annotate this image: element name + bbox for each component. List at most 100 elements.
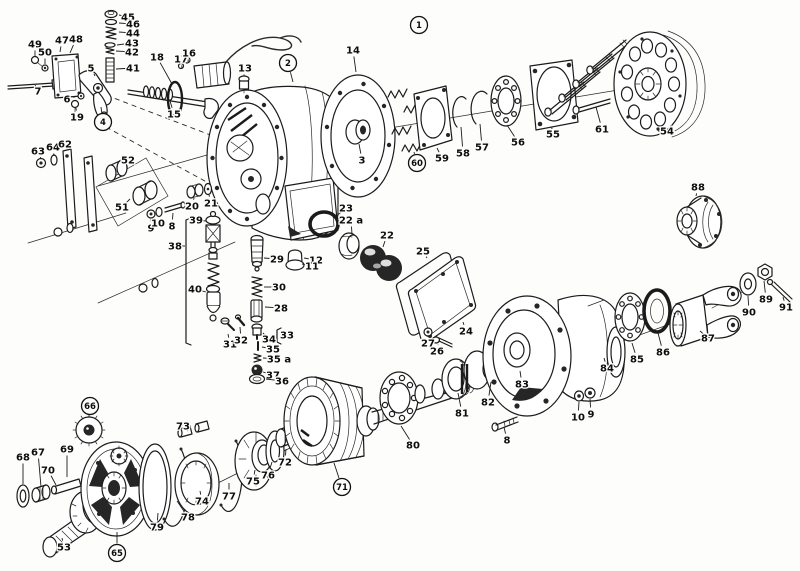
svg-text:18: 18 (150, 53, 164, 64)
svg-text:64: 64 (46, 143, 60, 154)
ext-flange-bolt-holes (487, 303, 567, 409)
svg-text:2: 2 (285, 59, 291, 69)
svg-text:54: 54 (660, 127, 674, 138)
part-label-17: 17 (173, 53, 189, 69)
svg-text:26: 26 (430, 347, 444, 358)
svg-text:81: 81 (455, 409, 469, 420)
part-label-61: 61 (594, 106, 610, 137)
svg-text:69: 69 (60, 445, 74, 456)
part-label-66: 66 (80, 396, 100, 418)
filler-cap (285, 249, 305, 271)
part-label-30: 30 (264, 281, 287, 295)
part-label-2: 2 (278, 53, 298, 83)
part-label-35: 35 (261, 343, 281, 357)
part-label-22: 22 (379, 229, 395, 248)
svg-text:80: 80 (406, 441, 420, 452)
part-label-53: 53 (56, 537, 72, 555)
planet-carrier (80, 441, 152, 537)
svg-text:50: 50 (38, 48, 52, 59)
part-label-21: 21 (203, 194, 219, 211)
part-label-18: 18 (149, 51, 173, 85)
svg-text:83: 83 (515, 380, 529, 391)
part-label-68: 68 (15, 451, 31, 484)
part-label-73: 73 (175, 420, 192, 434)
svg-text:77: 77 (222, 492, 236, 503)
part-label-8: 8 (167, 212, 177, 234)
svg-text:78: 78 (181, 513, 195, 524)
ring-bolt-holes (324, 81, 392, 191)
svg-text:6: 6 (64, 95, 71, 106)
svg-text:56: 56 (511, 138, 525, 149)
small-fasteners-left (146, 182, 213, 219)
selector-shaft-and-solenoid (127, 35, 302, 119)
svg-text:21: 21 (204, 199, 218, 210)
part-label-40: 40 (187, 283, 207, 297)
part-label-47: 47 (54, 34, 70, 53)
svg-text:31: 31 (223, 340, 237, 351)
svg-text:62: 62 (58, 140, 72, 151)
svg-text:70: 70 (41, 466, 55, 477)
svg-text:42: 42 (125, 48, 139, 59)
svg-text:84: 84 (600, 364, 614, 375)
part-label-87: 87 (699, 330, 716, 346)
part-label-22a: 22 a (338, 214, 364, 235)
svg-text:39: 39 (189, 216, 203, 227)
svg-text:1: 1 (416, 21, 422, 31)
svg-text:23: 23 (339, 204, 353, 215)
part-label-16: 16 (181, 47, 197, 63)
part-label-76: 76 (260, 461, 276, 483)
part-label-45: 45 (118, 11, 136, 25)
part-label-86: 86 (655, 332, 671, 360)
svg-text:57: 57 (475, 143, 489, 154)
svg-text:36: 36 (275, 377, 289, 388)
svg-text:35: 35 (266, 345, 280, 356)
part-label-64: 64 (45, 141, 61, 157)
svg-text:86: 86 (656, 348, 670, 359)
svg-text:9: 9 (588, 410, 595, 421)
output-drum-and-shaft (275, 371, 457, 466)
svg-text:49: 49 (28, 40, 42, 51)
flywheel-drum (613, 30, 706, 138)
part-label-59: 59 (434, 147, 450, 166)
part-label-32: 32 (233, 326, 249, 348)
part-label-41: 41 (115, 62, 141, 76)
svg-text:68: 68 (16, 453, 30, 464)
svg-text:15: 15 (167, 110, 181, 121)
part-label-20: 20 (184, 197, 200, 214)
svg-text:88: 88 (691, 183, 705, 194)
part-label-62: 62 (57, 138, 74, 152)
throttle-rod-parts-column (104, 9, 118, 83)
svg-text:72: 72 (278, 458, 292, 469)
svg-text:46: 46 (126, 20, 140, 31)
svg-text:10: 10 (571, 413, 585, 424)
clutch-pack-row (138, 420, 285, 531)
part-label-13: 13 (237, 62, 253, 77)
part-label-78: 78 (176, 500, 196, 525)
part-label-11: 11 (301, 260, 320, 274)
output-bearing-seal-yoke (614, 285, 742, 347)
svg-text:10: 10 (151, 219, 165, 230)
svg-text:43: 43 (125, 39, 139, 50)
svg-text:29: 29 (270, 255, 284, 266)
part-label-75: 75 (245, 469, 261, 489)
svg-text:7: 7 (35, 87, 42, 98)
svg-text:71: 71 (336, 483, 348, 493)
svg-text:91: 91 (779, 303, 793, 314)
svg-text:76: 76 (261, 471, 275, 482)
svg-text:89: 89 (759, 295, 773, 306)
part-label-14: 14 (345, 44, 361, 73)
svg-text:11: 11 (305, 262, 319, 273)
svg-text:19: 19 (70, 113, 84, 124)
svg-text:67: 67 (31, 448, 45, 459)
part-label-26: 26 (429, 344, 445, 359)
part-label-25: 25 (415, 245, 432, 259)
svg-text:8: 8 (169, 222, 176, 233)
part-label-69: 69 (59, 443, 75, 477)
governor-assembly (338, 232, 402, 281)
part-label-54: 54 (658, 125, 675, 139)
svg-text:35 a: 35 a (267, 355, 291, 366)
part-label-65: 65 (107, 532, 127, 563)
part-label-28: 28 (264, 302, 289, 316)
